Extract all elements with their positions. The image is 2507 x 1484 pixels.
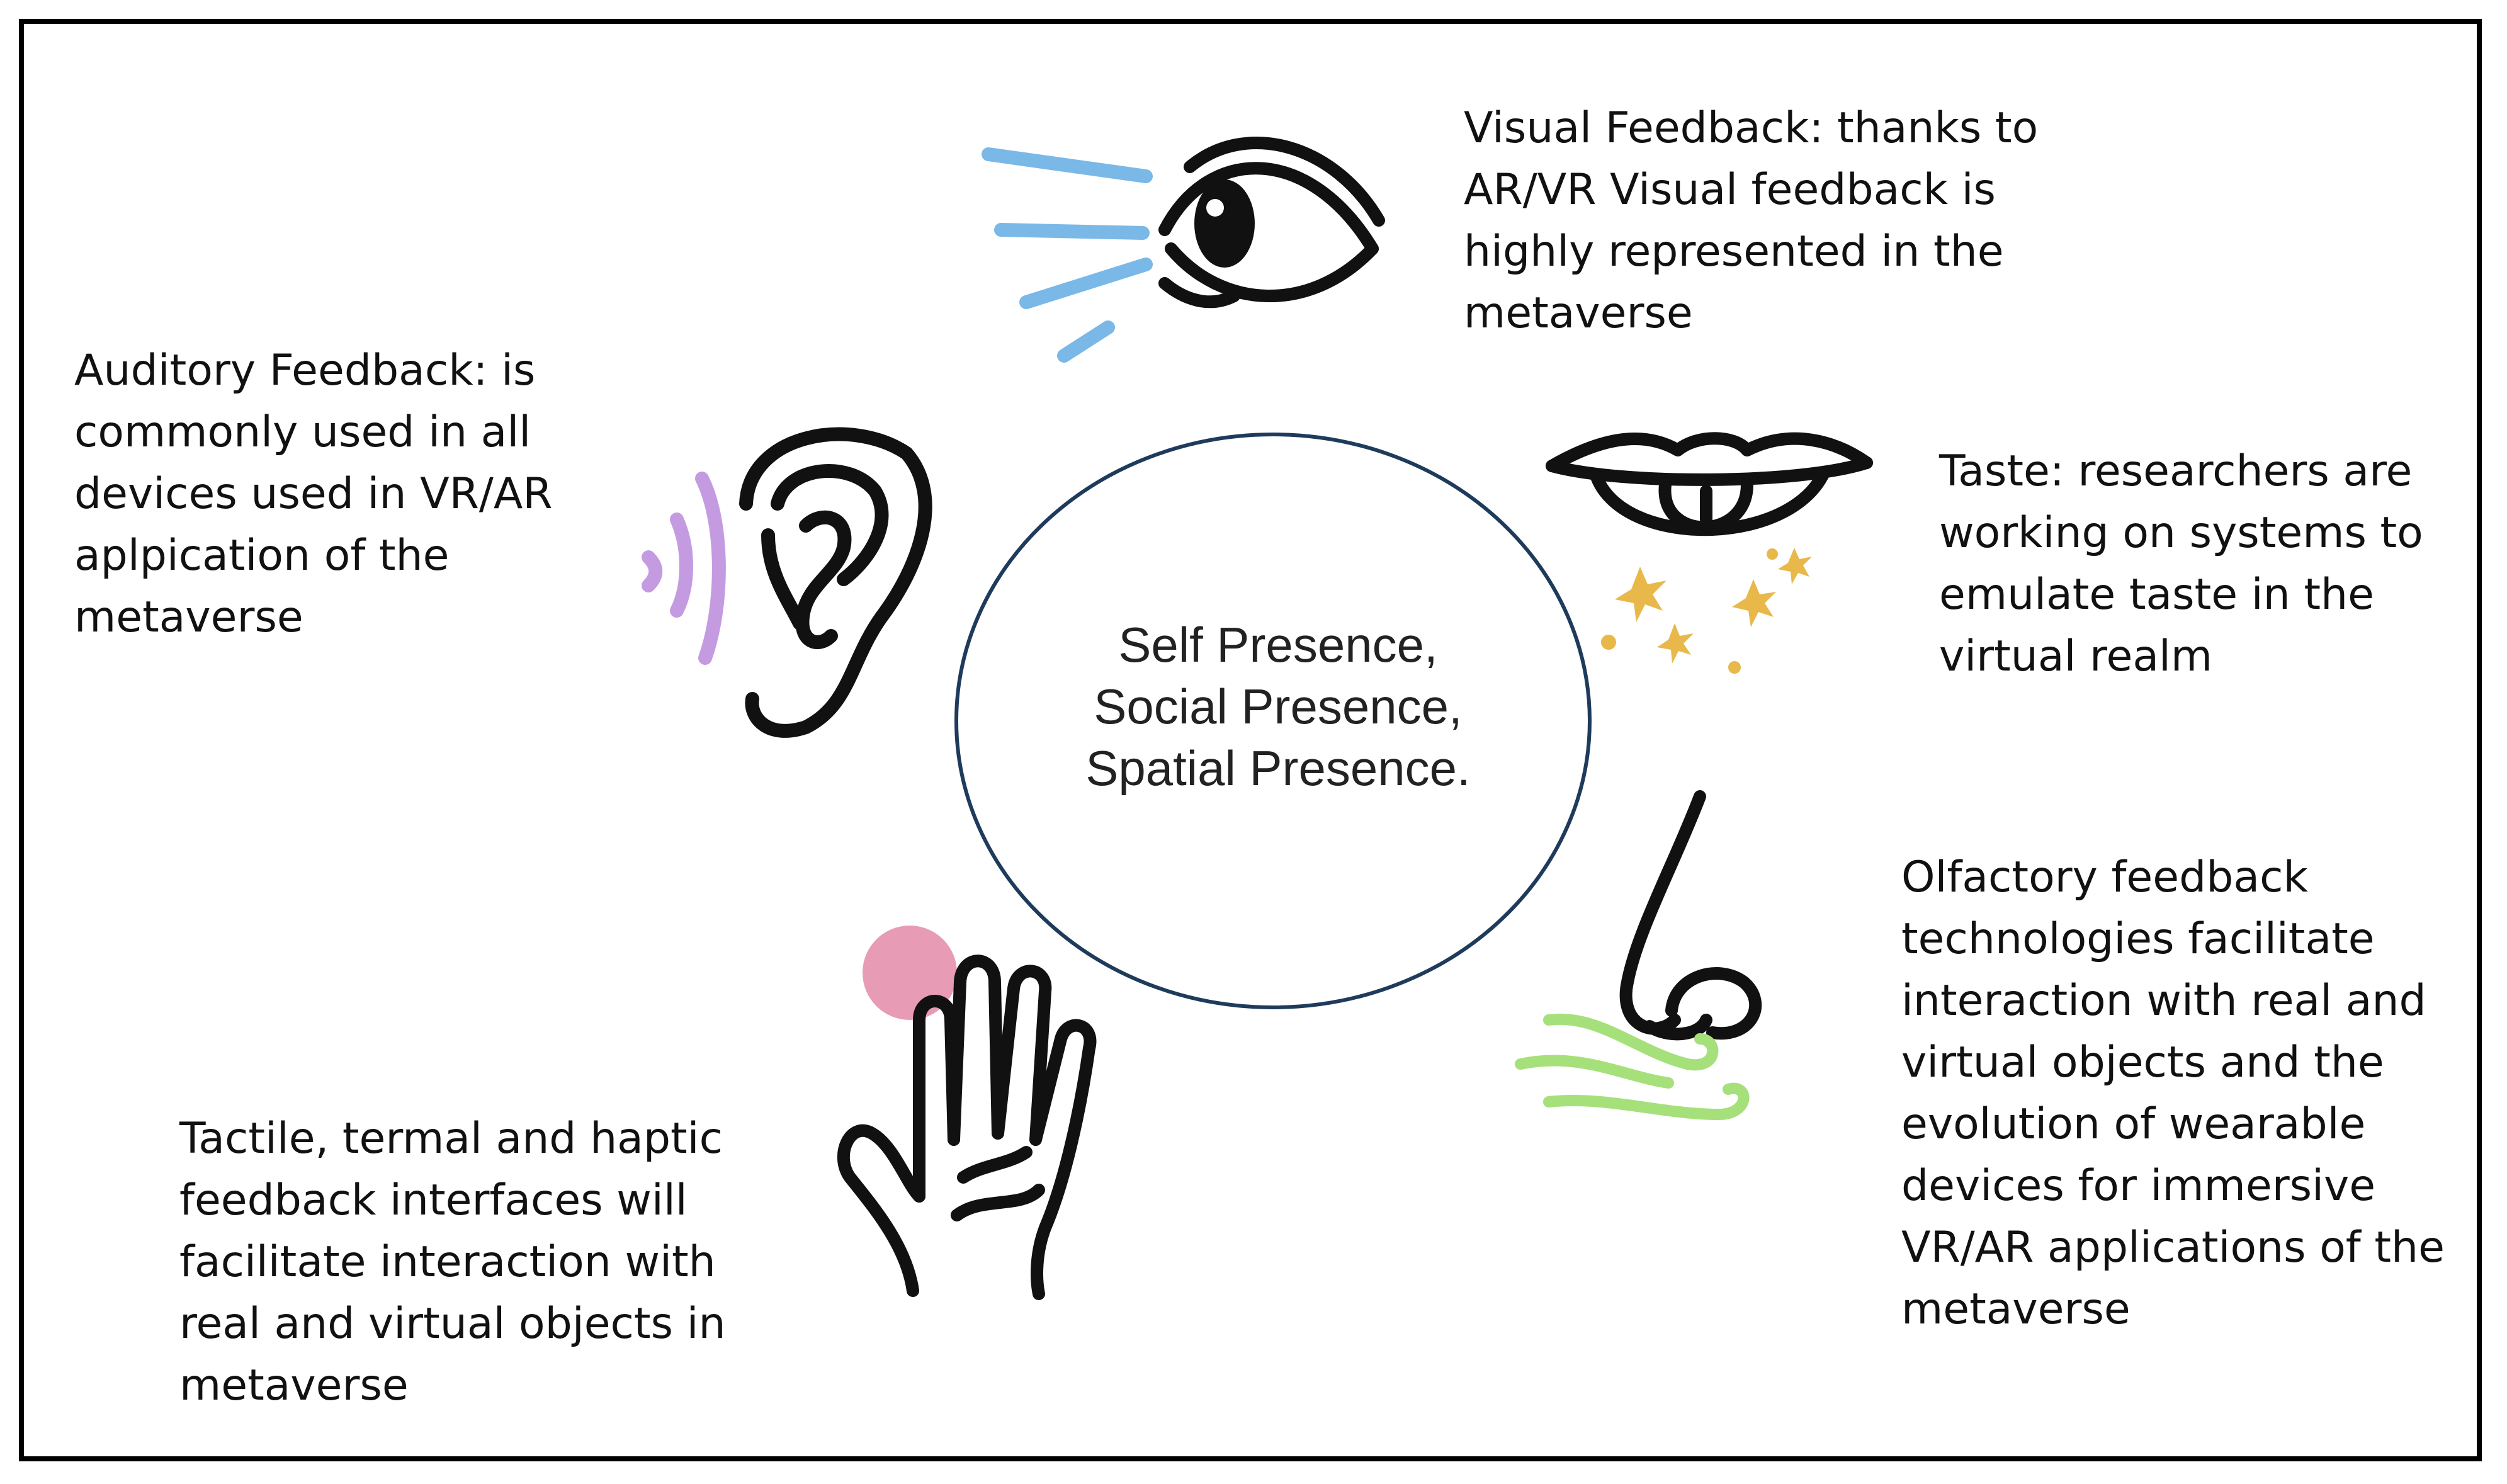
eye-icon (982, 137, 1385, 363)
auditory-feedback-label: Auditory Feedback: is commonly used in a… (74, 346, 553, 642)
taste-label: Taste: researchers are working on system… (1939, 446, 2423, 681)
presence-label: Self Presence, Social Presence, Spatial … (963, 614, 1593, 799)
visual-feedback-label: Visual Feedback: thanks to AR/VR Visual … (1464, 103, 2039, 338)
figure-frame (19, 19, 2482, 1461)
presence-line-self: Self Presence, (1118, 617, 1438, 672)
presence-line-spatial: Spatial Presence. (1085, 740, 1471, 796)
mouth-icon (1546, 432, 1873, 674)
presence-line-social: Social Presence, (1094, 679, 1463, 734)
ear-icon (642, 427, 932, 738)
tactile-feedback-label: Tactile, termal and haptic feedback inte… (179, 1114, 726, 1410)
nose-icon (1515, 790, 1762, 1121)
olfactory-feedback-label: Olfactory feedback technologies facilita… (1901, 852, 2445, 1334)
hand-icon (837, 926, 1097, 1300)
